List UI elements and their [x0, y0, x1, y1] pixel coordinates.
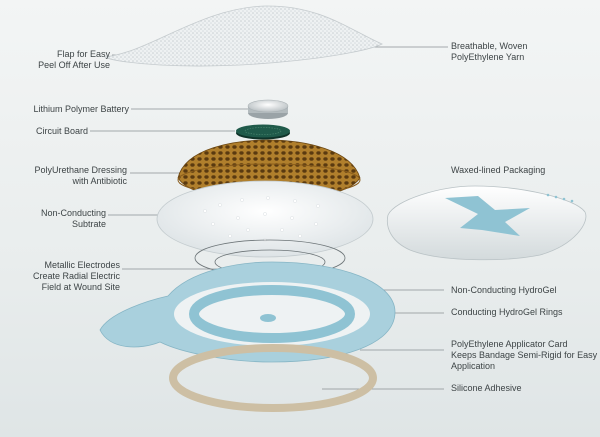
waxed-packaging [386, 185, 587, 261]
label-electrodes-line-3: Field at Wound Site [41, 282, 120, 292]
label-flap: Flap for Easy Peel Off After Use [38, 49, 110, 71]
label-nonconducting-substrate: Non-Conducting Subtrate [41, 208, 106, 230]
label-electrodes-line-2: Create Radial Electric [32, 271, 120, 281]
conducting-hydrogel-rings [189, 285, 355, 343]
label-battery-line-1: Lithium Polymer Battery [33, 104, 129, 114]
label-packaging-line-1: Waxed-lined Packaging [451, 165, 546, 175]
label-flap-line-1: Flap for Easy [56, 49, 110, 59]
label-circuit: Circuit Board [36, 126, 88, 137]
lithium-battery [247, 99, 289, 119]
label-c-hydrogel-line-1: Conducting HydroGel Rings [451, 307, 563, 317]
woven-yarn-flap [103, 5, 383, 67]
label-dressing-line-1: PolyUrethane Dressing [34, 165, 127, 175]
label-yarn-line-1: Breathable, Woven [451, 41, 528, 51]
label-yarn-line-2: PolyEthylene Yarn [451, 52, 525, 62]
label-substrate-line-2: Subtrate [71, 219, 106, 229]
label-substrate-line-1: Non-Conducting [40, 208, 106, 218]
label-c-hydrogel: Conducting HydroGel Rings [451, 307, 563, 318]
label-circuit-line-1: Circuit Board [35, 126, 88, 136]
circuit-board [236, 124, 290, 140]
label-yarn: Breathable, Woven PolyEthylene Yarn [451, 41, 527, 63]
label-adhesive-line-1: Silicone Adhesive [451, 383, 522, 393]
label-applicator-line-2: Keeps Bandage Semi-Rigid for Easy [451, 350, 598, 360]
label-applicator: PolyEthylene Applicator Card Keeps Banda… [451, 339, 597, 372]
label-electrodes: Metallic Electrodes Create Radial Electr… [33, 260, 120, 293]
label-nc-hydrogel-line-1: Non-Conducting HydroGel [451, 285, 557, 295]
nonconducting-substrate [156, 180, 374, 258]
silicone-adhesive [169, 344, 377, 412]
label-applicator-line-1: PolyEthylene Applicator Card [451, 339, 568, 349]
label-flap-line-2: Peel Off After Use [38, 60, 110, 70]
label-electrodes-line-1: Metallic Electrodes [44, 260, 120, 270]
label-dressing-line-2: with Antibiotic [72, 176, 127, 186]
label-battery: Lithium Polymer Battery [33, 104, 129, 115]
label-packaging: Waxed-lined Packaging [451, 165, 545, 176]
label-adhesive: Silicone Adhesive [451, 383, 522, 394]
label-nc-hydrogel: Non-Conducting HydroGel [451, 285, 557, 296]
label-applicator-line-3: Application [451, 361, 496, 371]
label-dressing: PolyUrethane Dressing with Antibiotic [34, 165, 127, 187]
